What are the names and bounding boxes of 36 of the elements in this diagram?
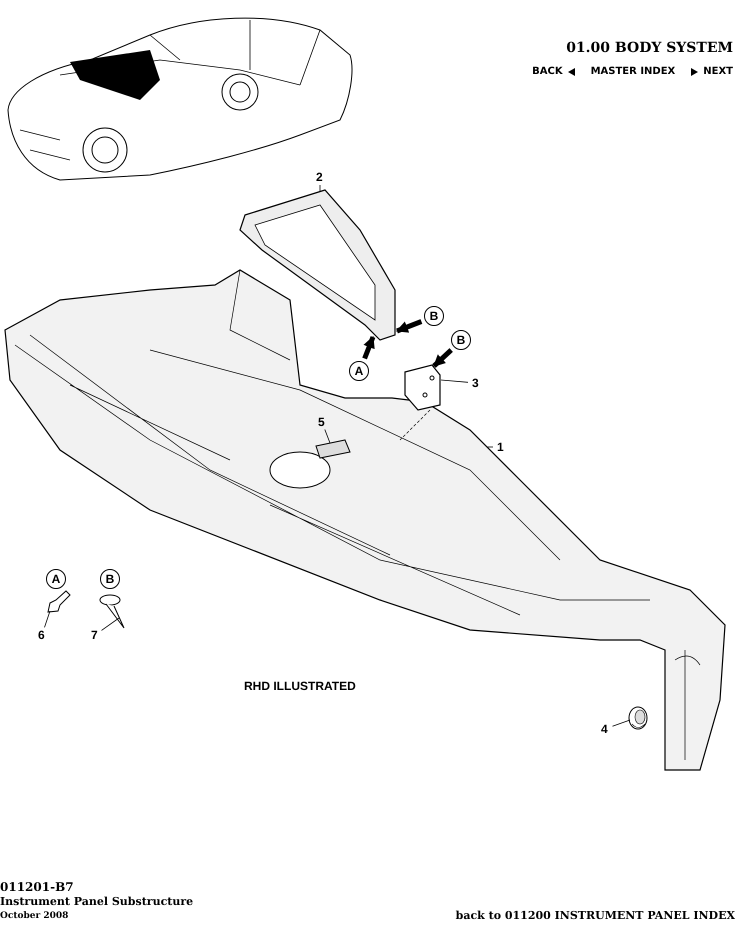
index-link: back to 011200 INSTRUMENT PANEL INDEX [456, 909, 735, 922]
instrument-cowl-drawing [239, 189, 396, 341]
drawing-date: October 2008 [0, 911, 68, 921]
leader-line [44, 610, 50, 628]
plug-drawing [628, 706, 648, 730]
reference-letter-circle: A [46, 569, 66, 589]
bolt-drawing [47, 590, 71, 613]
instrument-panel-substructure-drawing [4, 269, 726, 771]
next-link: NEXT [703, 66, 733, 77]
callout-number: 2 [316, 170, 323, 184]
arrow [396, 319, 422, 334]
reference-letter-circle: B [100, 569, 120, 589]
leader-line [612, 720, 630, 727]
drawing-number: 011201-B7 [0, 880, 74, 894]
callout-number: 3 [472, 376, 479, 390]
leader-line [440, 380, 468, 383]
screw-drawing [100, 594, 124, 628]
callout-number: 1 [497, 440, 504, 454]
reference-letter-circle: A [349, 361, 369, 381]
callout-number: 7 [91, 628, 98, 642]
arrow [432, 348, 453, 368]
leader-line [486, 446, 494, 448]
reference-letter-circle: B [451, 330, 471, 350]
master-index-link: MASTER INDEX [590, 66, 676, 77]
reference-letter-circle: B [424, 306, 444, 326]
leader-line [101, 618, 120, 631]
callout-number: 5 [318, 415, 325, 429]
drawing-title: Instrument Panel Substructure [0, 895, 194, 908]
illustration-note: RHD ILLUSTRATED [244, 679, 356, 693]
section-title: 01.00 BODY SYSTEM [566, 40, 733, 56]
callout-number: 6 [38, 628, 45, 642]
back-link: BACK [532, 66, 563, 77]
leader-line [324, 429, 330, 444]
callout-number: 4 [601, 722, 608, 736]
bracket-drawing [404, 364, 441, 411]
arrow [362, 336, 376, 360]
